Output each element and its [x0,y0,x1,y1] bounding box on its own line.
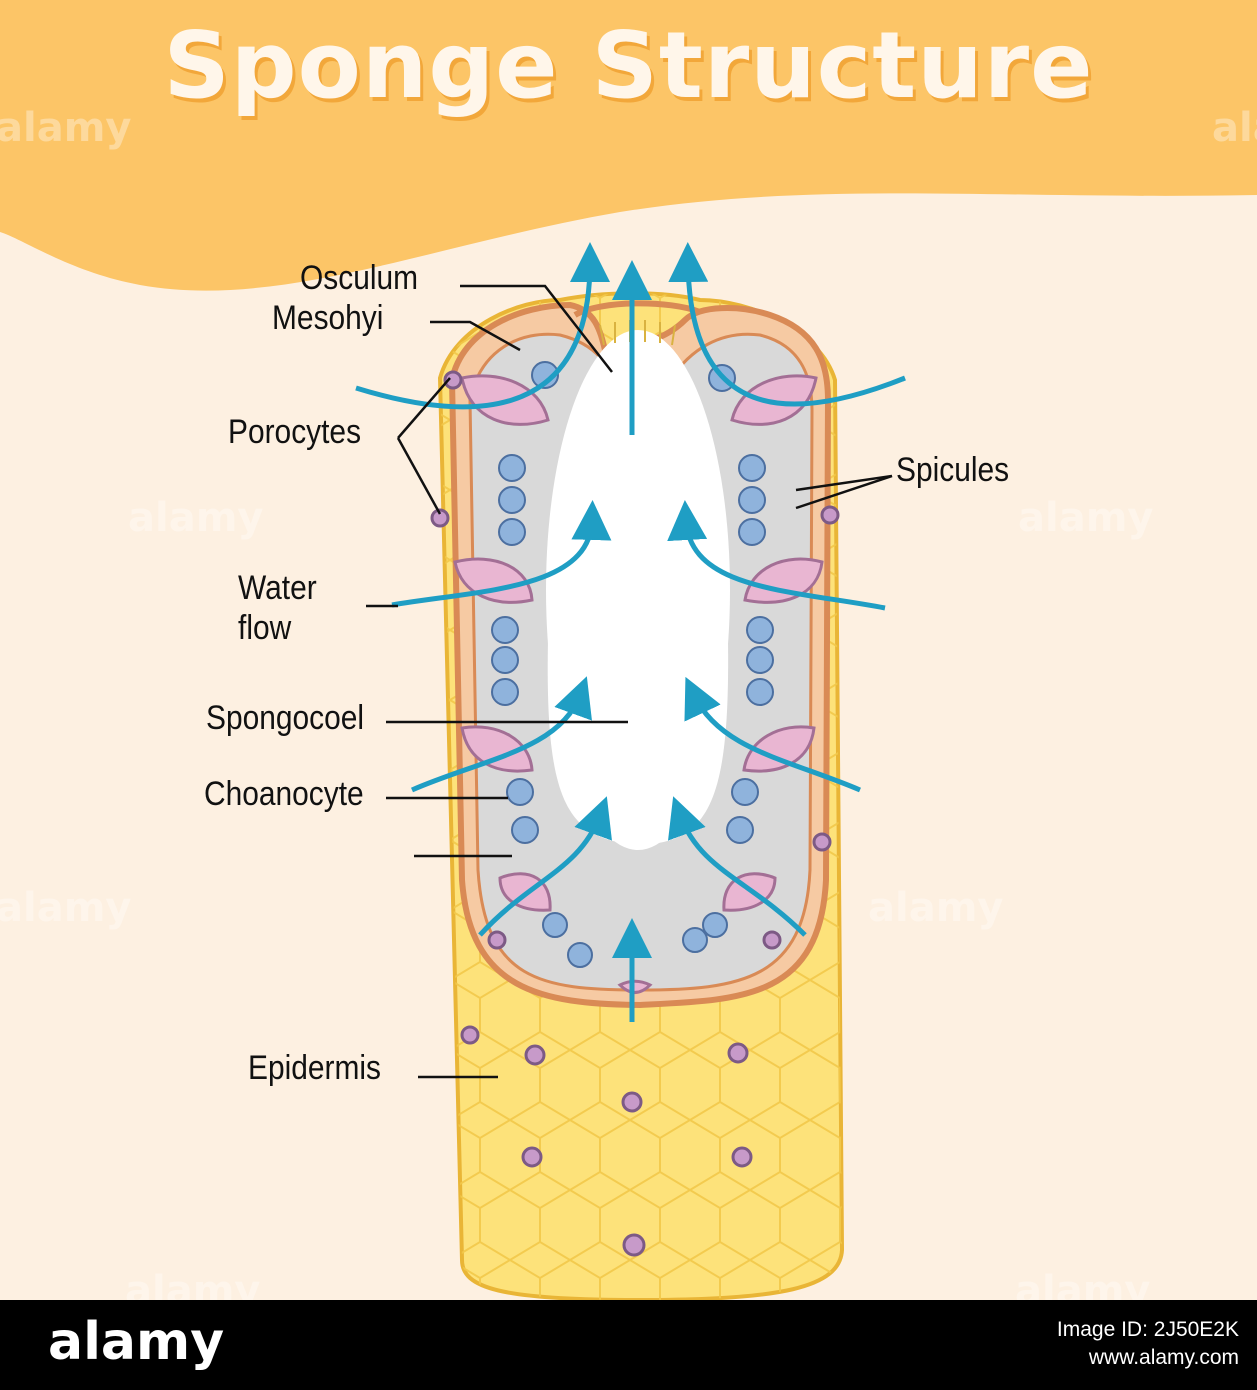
page-title: Sponge Structure [163,12,1094,119]
label-spongocoel: Spongocoel [206,699,365,737]
alamy-logo: alamy [48,1312,225,1372]
watermark: alamy [1212,105,1257,151]
epidermal-cells [430,370,840,1257]
site-url: www.alamy.com [1088,1346,1239,1369]
water-flow-arrows [355,242,906,1022]
sponge-body [437,291,845,1300]
label-choanocyte: Choanocyte [204,775,364,813]
title-banner [0,0,1257,291]
label-epidermis: Epidermis [248,1049,382,1087]
label-water-flow-line1: Water [238,569,317,607]
watermark: alamy [128,495,264,541]
watermark: alamy [1018,495,1154,541]
watermark: alamy [0,105,132,151]
label-porocytes: Porocytes [228,413,362,451]
sponge-diagram [0,0,1257,1300]
image-id-block: Image ID: 2J50E2K www.alamy.com [1057,1316,1239,1372]
label-spicules: Spicules [896,451,1010,489]
stock-footer: alamy Image ID: 2J50E2K www.alamy.com [0,1300,1257,1390]
image-id: Image ID: 2J50E2K [1056,1318,1239,1341]
choanocytes [491,361,774,968]
label-water-flow-line2: flow [238,609,292,647]
watermark: alamy [0,885,132,931]
watermark: alamy [868,885,1004,931]
label-leader-lines [366,284,893,1079]
label-osculum: Osculum [300,259,419,297]
label-mesohyl: Mesohyi [272,299,384,337]
